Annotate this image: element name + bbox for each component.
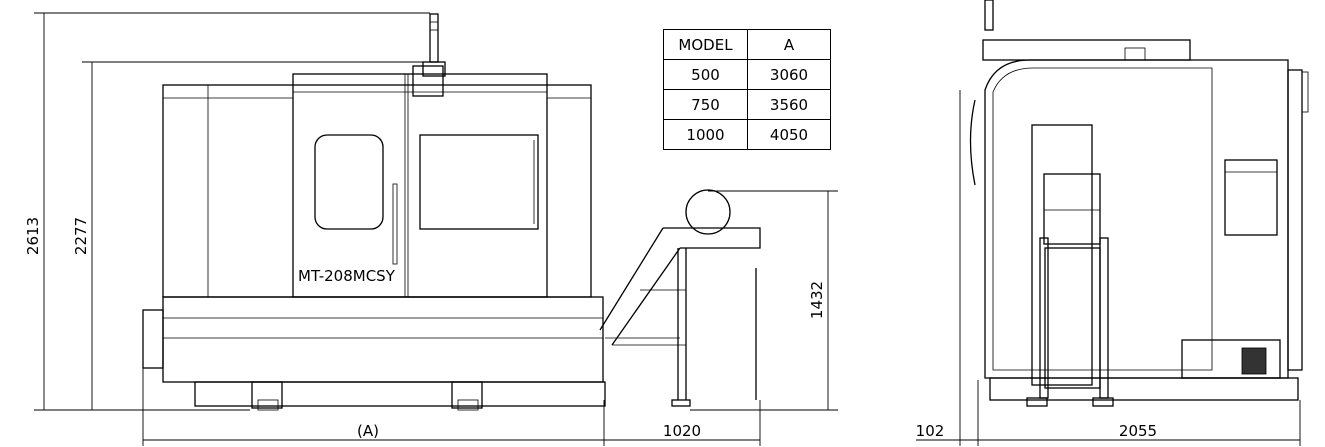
model-label: MT-208MCSY <box>298 267 396 285</box>
base-frame <box>194 381 606 407</box>
side-top-cap <box>982 39 1191 61</box>
conveyor-height-label: 1432 <box>808 281 826 319</box>
inner-frame <box>1031 124 1093 386</box>
side-view <box>969 0 1309 407</box>
pump-unit <box>1241 347 1267 375</box>
cell-a: 3560 <box>747 89 831 120</box>
side-window <box>1224 159 1278 236</box>
side-box <box>142 309 164 369</box>
signal-tower <box>429 13 439 63</box>
right-door-window <box>419 134 539 230</box>
chip-conveyor <box>599 189 761 407</box>
table-row: 750 3560 <box>663 89 831 120</box>
front-dimensions <box>34 12 838 446</box>
door-handle <box>392 183 398 265</box>
side-base-frame <box>989 377 1299 401</box>
inner-box <box>1043 173 1101 245</box>
depth-label: 2055 <box>1119 422 1157 440</box>
conveyor-length-label: 1020 <box>663 422 701 440</box>
side-dimensions <box>916 90 1301 446</box>
table-header-row: MODEL A <box>663 29 831 60</box>
overall-height-label: 2613 <box>24 217 42 255</box>
header-model: MODEL <box>663 29 748 60</box>
upper-cabinet <box>162 84 592 298</box>
length-label: (A) <box>357 422 379 440</box>
header-a: A <box>747 29 831 60</box>
cabinet-height-label: 2277 <box>72 217 90 255</box>
left-door-window <box>314 134 384 230</box>
side-main-body <box>984 59 1289 379</box>
cell-model: 1000 <box>663 119 748 150</box>
cell-a: 3060 <box>747 59 831 90</box>
cell-model: 750 <box>663 89 748 120</box>
rear-panel <box>1287 69 1303 371</box>
table-row: 500 3060 <box>663 59 831 90</box>
cell-model: 500 <box>663 59 748 90</box>
table-row: 1000 4050 <box>663 119 831 150</box>
front-view <box>142 13 761 411</box>
cell-a: 4050 <box>747 119 831 150</box>
side-signal-tower <box>984 0 994 31</box>
model-table: MODEL A 500 3060 750 3560 1000 4050 <box>663 29 831 150</box>
side-handle <box>969 99 976 186</box>
rear-offset-label: 102 <box>916 422 945 440</box>
machine-base <box>162 296 604 383</box>
top-housing <box>412 65 444 97</box>
